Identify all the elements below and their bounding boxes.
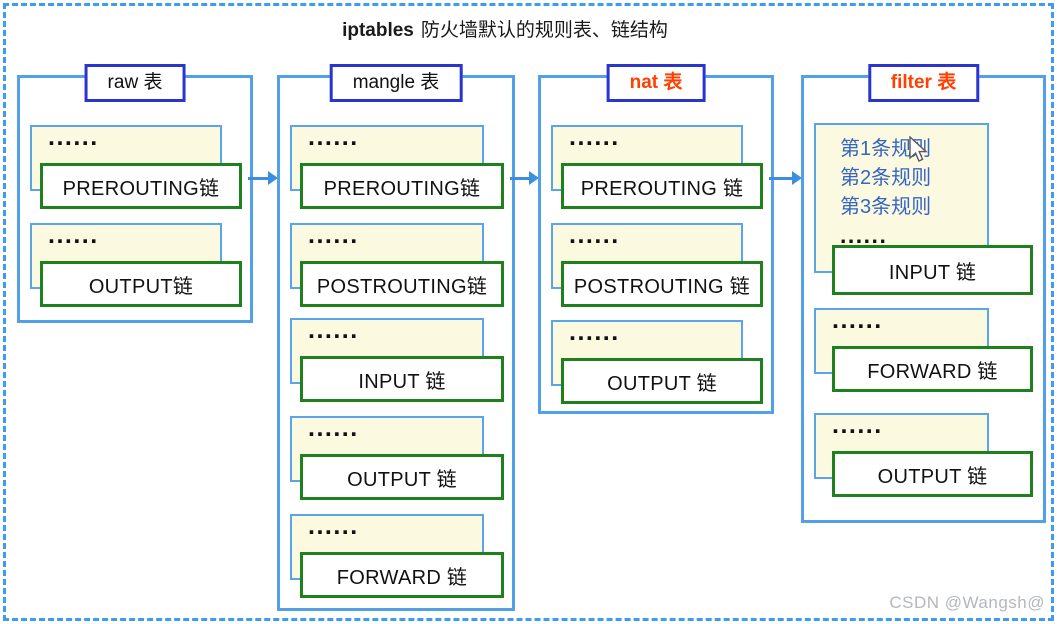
rule-1: 第1条规则 — [840, 138, 932, 160]
ellipsis-dots: ...... — [840, 222, 888, 248]
nat-table-container: nat 表 ...... PREROUTING 链 ...... POSTROU… — [538, 64, 774, 416]
ellipsis-dots: ...... — [48, 123, 99, 151]
filter-table-title: filter 表 — [867, 64, 980, 102]
diagram-title-brand: iptables — [342, 20, 414, 41]
chain-box-input: INPUT 链 — [300, 356, 504, 402]
rule-3: 第3条规则 — [840, 196, 932, 218]
ellipsis-dots: ...... — [832, 306, 883, 334]
chain-box-forward: FORWARD 链 — [832, 346, 1033, 392]
ellipsis-dots: ...... — [308, 316, 359, 344]
ellipsis-dots: ...... — [308, 221, 359, 249]
mouse-cursor-icon — [909, 136, 928, 162]
diagram-title-text: 防火墙默认的规则表、链结构 — [420, 20, 668, 41]
filter-output-group: ...... OUTPUT 链 — [814, 411, 1035, 509]
ellipsis-dots: ...... — [569, 221, 620, 249]
ellipsis-dots: ...... — [48, 221, 99, 249]
chain-box-postrouting: POSTROUTING链 — [300, 261, 504, 307]
ellipsis-dots: ...... — [308, 414, 359, 442]
rule-list: 第1条规则 第2条规则 第3条规则 ...... — [816, 125, 987, 248]
mangle-prerouting-group: ...... PREROUTING链 — [290, 123, 504, 221]
mangle-table-container: mangle 表 ...... PREROUTING链 ...... POSTR… — [277, 64, 515, 611]
ellipsis-dots: ...... — [832, 411, 883, 439]
raw-prerouting-group: ...... PREROUTING链 — [30, 123, 242, 221]
raw-table-container: raw 表 ...... PREROUTING链 ...... OUTPUT链 — [17, 64, 253, 323]
nat-postrouting-group: ...... POSTROUTING 链 — [551, 221, 763, 319]
mangle-forward-group: ...... FORWARD 链 — [290, 512, 504, 610]
arrow-nat-to-filter — [769, 171, 802, 185]
mangle-postrouting-group: ...... POSTROUTING链 — [290, 221, 504, 319]
chain-box-output: OUTPUT 链 — [832, 451, 1033, 497]
ellipsis-dots: ...... — [569, 318, 620, 346]
mangle-input-group: ...... INPUT 链 — [290, 316, 504, 414]
chain-box-prerouting: PREROUTING链 — [300, 163, 504, 209]
ellipsis-dots: ...... — [308, 512, 359, 540]
mangle-table-title: mangle 表 — [329, 64, 463, 102]
nat-table-title: nat 表 — [606, 64, 706, 102]
ellipsis-dots: ...... — [569, 123, 620, 151]
chain-box-prerouting: PREROUTING 链 — [561, 163, 763, 209]
filter-input-group: 第1条规则 第2条规则 第3条规则 ...... INPUT 链 — [814, 123, 1035, 295]
nat-prerouting-group: ...... PREROUTING 链 — [551, 123, 763, 221]
chain-box-output: OUTPUT 链 — [561, 358, 763, 404]
nat-output-group: ...... OUTPUT 链 — [551, 318, 763, 416]
diagram-title: iptables 防火墙默认的规则表、链结构 — [0, 15, 1010, 42]
chain-box-postrouting: POSTROUTING 链 — [561, 261, 763, 307]
chain-box-forward: FORWARD 链 — [300, 552, 504, 598]
filter-table-container: filter 表 第1条规则 第2条规则 第3条规则 ...... INPUT … — [801, 64, 1046, 523]
mangle-output-group: ...... OUTPUT 链 — [290, 414, 504, 512]
chain-box-input: INPUT 链 — [832, 245, 1033, 295]
arrow-mangle-to-nat — [510, 171, 539, 185]
ellipsis-dots: ...... — [308, 123, 359, 151]
csdn-watermark: CSDN @Wangsh@ — [889, 593, 1045, 612]
rule-2: 第2条规则 — [840, 167, 932, 189]
raw-output-group: ...... OUTPUT链 — [30, 221, 242, 319]
chain-box-output: OUTPUT链 — [40, 261, 242, 307]
arrow-raw-to-mangle — [248, 171, 278, 185]
chain-box-prerouting: PREROUTING链 — [40, 163, 242, 209]
chain-box-output: OUTPUT 链 — [300, 454, 504, 500]
raw-table-title: raw 表 — [84, 64, 186, 102]
filter-forward-group: ...... FORWARD 链 — [814, 306, 1035, 404]
